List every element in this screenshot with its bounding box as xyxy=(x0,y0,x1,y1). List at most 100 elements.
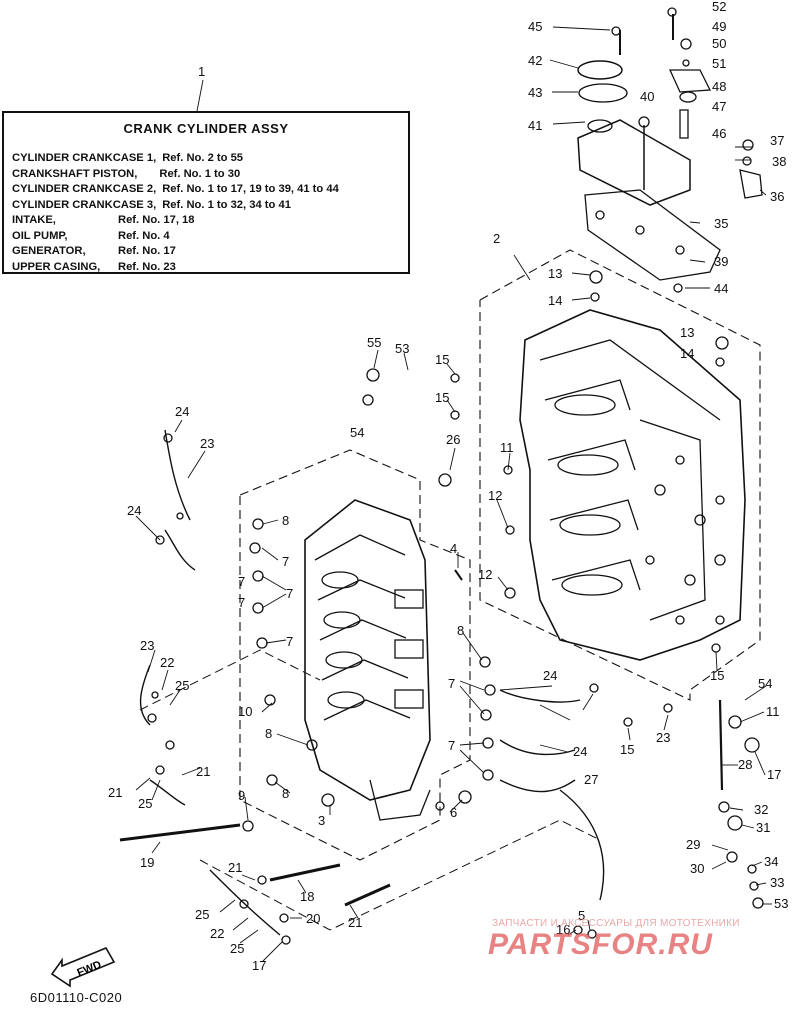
reference-part-name: CYLINDER CRANKCASE 2, xyxy=(12,183,157,195)
callout-21d: 25 xyxy=(195,907,209,922)
callout-22a: 22 xyxy=(160,655,174,670)
reference-numbers: Ref. No. 2 to 55 xyxy=(162,152,244,164)
callout-13a: 13 xyxy=(548,266,562,281)
callout-40: 40 xyxy=(640,89,654,104)
callout-15b: 15 xyxy=(435,390,449,405)
callout-7g: 7 xyxy=(448,738,455,753)
callout-8a: 8 xyxy=(282,513,289,528)
reference-row: CYLINDER CRANKCASE 1,Ref. No. 2 to 55 xyxy=(12,151,339,167)
callout-33: 53 xyxy=(774,896,788,911)
callout-21c: 21 xyxy=(228,860,242,875)
callout-3: 3 xyxy=(318,813,325,828)
callout-30: 34 xyxy=(764,854,778,869)
callout-53a: 53 xyxy=(395,341,409,356)
leader-lines xyxy=(135,26,772,963)
bolt-set xyxy=(119,569,724,907)
callout-9: 9 xyxy=(238,788,245,803)
reference-numbers: Ref. No. 1 to 32, 34 to 41 xyxy=(162,198,291,211)
callout-7e: 7 xyxy=(286,634,293,649)
callout-19: 19 xyxy=(140,855,154,870)
callout-46: 46 xyxy=(712,126,726,141)
callout-21a: 21 xyxy=(196,764,210,779)
callout-25b: 25 xyxy=(138,796,152,811)
watermark-logo: PARTSFOR.RU xyxy=(488,928,713,961)
reference-part-name: UPPER CASING, xyxy=(12,260,101,273)
callout-37: 37 xyxy=(770,133,784,148)
callout-54b: 17 xyxy=(767,767,781,782)
callout-7c: 7 xyxy=(286,586,293,601)
callout-47: 47 xyxy=(712,99,726,114)
callout-5: 11 xyxy=(766,704,780,719)
reference-row: GENERATOR,Ref. No. 17 xyxy=(12,244,339,260)
callout-26: 26 xyxy=(446,432,460,447)
callout-18: 18 xyxy=(300,889,314,904)
callout-52: 52 xyxy=(712,0,726,14)
crankcase-block-left xyxy=(304,499,431,821)
reference-row: CRANKSHAFT PISTON, Ref. No. 1 to 30 xyxy=(12,167,339,183)
reference-part-name: CRANKSHAFT PISTON, xyxy=(12,167,138,180)
callout-48: 48 xyxy=(712,79,726,94)
callout-8c: 8 xyxy=(265,726,272,741)
callout-15c: 15 xyxy=(620,742,634,757)
assembly-boundary-left xyxy=(239,449,471,861)
callout-34: 33 xyxy=(770,875,784,890)
callout-29: 31 xyxy=(756,820,770,835)
diagram-code: 6D01110-C020 xyxy=(30,990,123,1005)
callout-25c: 22 xyxy=(210,926,224,941)
reference-part-name: CYLINDER CRANKCASE 3, xyxy=(12,198,157,211)
callout-25a: 25 xyxy=(175,678,189,693)
callout-22b: 20 xyxy=(306,911,320,926)
reference-part-name: INTAKE, xyxy=(12,214,56,226)
callout-15d: 23 xyxy=(656,730,670,745)
reference-row: OIL PUMP,Ref. No. 4 xyxy=(12,229,339,245)
callout-25d: 17 xyxy=(252,958,266,973)
upper-cover-assembly xyxy=(577,14,763,281)
fitting-set xyxy=(147,7,764,945)
callout-24b: 24 xyxy=(127,503,141,518)
callout-23b: 23 xyxy=(140,638,154,653)
reference-numbers: Ref. No. 1 to 30 xyxy=(159,167,241,180)
callout-23c: 27 xyxy=(584,772,598,787)
callout-15a: 15 xyxy=(435,352,449,367)
callout-31: 30 xyxy=(690,861,704,876)
reference-numbers: Ref. No. 23 xyxy=(118,260,176,273)
callout-35: 35 xyxy=(714,216,728,231)
reference-table: CRANK CYLINDER ASSY CYLINDER CRANKCASE 1… xyxy=(2,111,410,274)
callout-17a: 16 xyxy=(556,922,570,937)
hose-runs xyxy=(139,429,605,936)
callout-42: 42 xyxy=(528,53,542,68)
callout-10: 10 xyxy=(238,704,252,719)
callout-21b: 21 xyxy=(108,785,122,800)
callout-11b: 15 xyxy=(710,668,724,683)
reference-numbers: Ref. No. 17, 18 xyxy=(118,214,195,226)
reference-numbers: Ref. No. 1 to 17, 19 to 39, 41 to 44 xyxy=(162,183,339,195)
callout-11a: 11 xyxy=(500,440,514,455)
watermark-tagline: ЗАПЧАСТИ И АКСЕССУАРЫ ДЛЯ МОТОТЕХНИКИ xyxy=(492,918,740,929)
callout-8b: 8 xyxy=(457,623,464,638)
callout-12b: 12 xyxy=(478,567,492,582)
forward-arrow-icon: FWD xyxy=(50,946,116,988)
callout-45: 45 xyxy=(528,19,542,34)
callout-49: 49 xyxy=(712,19,726,34)
callout-27: 28 xyxy=(738,757,752,772)
assembly-boundary-lower xyxy=(199,819,601,931)
reference-part-name: GENERATOR, xyxy=(12,245,86,257)
assembly-boundary-right xyxy=(479,249,761,701)
callout-6: 6 xyxy=(450,805,457,820)
callout-23a: 23 xyxy=(200,436,214,451)
reference-title: CRANK CYLINDER ASSY xyxy=(123,121,289,136)
reference-part-name: OIL PUMP, xyxy=(12,229,68,242)
callout-14b: 14 xyxy=(680,346,694,361)
callout-8d: 8 xyxy=(282,786,289,801)
callout-43: 43 xyxy=(528,85,542,100)
callout-7a: 7 xyxy=(282,554,289,569)
callout-54a: 54 xyxy=(350,425,364,440)
callout-13b: 13 xyxy=(680,325,694,340)
reference-row: CYLINDER CRANKCASE 3, Ref. No. 1 to 32, 3… xyxy=(12,198,339,214)
reference-row: UPPER CASING, Ref. No. 23 xyxy=(12,260,339,276)
reference-row: CYLINDER CRANKCASE 2, Ref. No. 1 to 17, 1… xyxy=(12,182,339,198)
callout-51: 51 xyxy=(712,56,726,71)
callout-2: 2 xyxy=(493,231,500,246)
callout-7b: 7 xyxy=(238,574,245,589)
callout-7d: 7 xyxy=(238,595,245,610)
